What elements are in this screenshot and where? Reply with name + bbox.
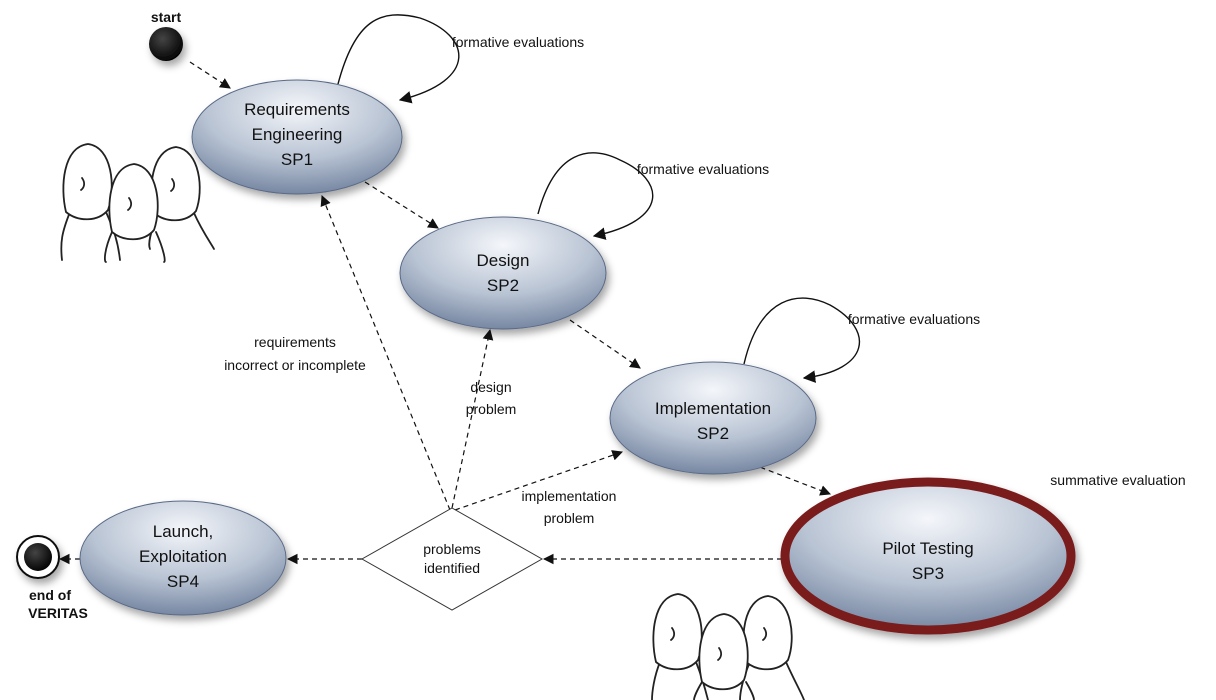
requirements-node [191, 79, 403, 195]
users-group-pilot [651, 593, 805, 700]
person-icon [739, 595, 805, 700]
decision-label-1: problems [423, 541, 481, 557]
decision-diamond [360, 507, 544, 611]
start-node [149, 27, 183, 61]
implementation-label-1: Implementation [655, 399, 771, 418]
edge-requirements-to-design [364, 181, 439, 229]
loop-design [537, 152, 654, 240]
edge-implementation-to-pilot [751, 463, 832, 496]
edge-design-to-implementation [569, 319, 641, 369]
implementation-label-2: SP2 [697, 424, 729, 443]
design-problem-label-2: problem [466, 401, 517, 417]
loop-implementation [743, 297, 860, 383]
edge-decision-to-implementation [454, 450, 624, 511]
pilot-testing-label-2: SP3 [912, 564, 944, 583]
formative-evaluations-label-3: formative evaluations [848, 311, 980, 327]
launch-node [79, 500, 287, 616]
end-label-1: end of [29, 587, 71, 603]
loop-requirements [337, 14, 460, 104]
person-icon [651, 593, 709, 700]
design-label-2: SP2 [487, 276, 519, 295]
implementation-node [609, 361, 817, 475]
implementation-problem-label-1: implementation [522, 488, 617, 504]
pilot-testing-node [780, 477, 1076, 635]
launch-label-2: Exploitation [139, 547, 227, 566]
launch-label-3: SP4 [167, 572, 199, 591]
edge-decision-to-design [451, 328, 494, 509]
pilot-testing-label-1: Pilot Testing [882, 539, 973, 558]
edge-start-to-requirements [189, 61, 231, 89]
design-problem-label-1: design [470, 379, 511, 395]
formative-evaluations-label-1: formative evaluations [452, 34, 584, 50]
users-group-requirements [60, 143, 215, 263]
formative-evaluations-label-2: formative evaluations [637, 161, 769, 177]
edge-decision-to-requirements [320, 194, 451, 511]
person-icon [60, 143, 121, 261]
requirements-problem-label-2: incorrect or incomplete [224, 357, 366, 373]
requirements-problem-label-1: requirements [254, 334, 336, 350]
end-node-inner [24, 543, 52, 571]
person-icon [104, 163, 166, 263]
start-label: start [151, 9, 182, 25]
requirements-label-3: SP1 [281, 150, 313, 169]
decision-label-2: identified [424, 560, 480, 576]
implementation-problem-label-2: problem [544, 510, 595, 526]
launch-label-1: Launch, [153, 522, 214, 541]
requirements-label-1: Requirements [244, 100, 350, 119]
summative-evaluation-label: summative evaluation [1050, 472, 1185, 488]
person-icon [693, 613, 755, 700]
end-label-2: VERITAS [28, 605, 88, 621]
requirements-label-2: Engineering [252, 125, 343, 144]
design-node [399, 216, 607, 330]
design-label-1: Design [477, 251, 530, 270]
